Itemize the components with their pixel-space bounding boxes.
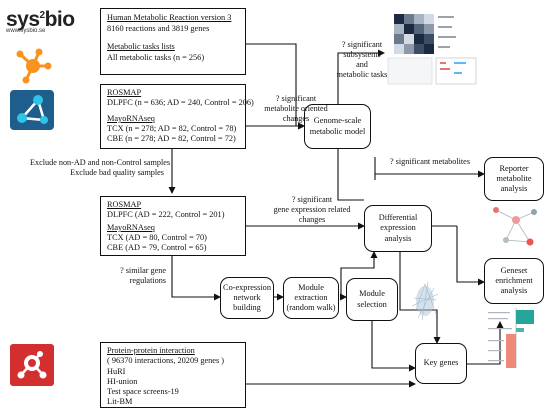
subsystems-label: ? significant subsystems and metabolic t… xyxy=(336,40,388,79)
metabolic-reaction-box: Human Metabolic Reaction version 3 8160 … xyxy=(100,8,246,75)
ppi-box: Protein-protein interaction ( 96370 inte… xyxy=(100,342,246,408)
differential-expression-node: Differential expression analysis xyxy=(364,205,432,252)
similar-gene-label: ? similar gene regulations xyxy=(120,266,166,285)
box1-subtitle: Metabolic tasks lists xyxy=(107,42,175,51)
box3-mayo-line1: TCX (AD = 80, Control = 70) xyxy=(107,233,207,242)
box3-mayo-title: MayoRNAseq xyxy=(107,223,155,232)
box1-line2: All metabolic tasks (n = 256) xyxy=(107,53,205,62)
significant-metabolites-label: ? significant metabolites xyxy=(389,157,471,166)
protein-interaction-icon xyxy=(10,344,54,386)
genome-scale-model-node: Genome-scale metabolic model xyxy=(304,104,371,149)
exclude-label: Exclude non-AD and non-Control samples E… xyxy=(30,158,171,177)
box4-line4: Test space screens-19 xyxy=(107,387,179,396)
key-genes-node: Key genes xyxy=(415,343,467,384)
metabolite-network-thumbnail xyxy=(493,207,537,246)
box4-line3: HI-union xyxy=(107,377,138,386)
geneset-enrichment-node: Geneset enrichment analysis xyxy=(484,258,544,304)
box4-line1: ( 96370 interactions, 20209 genes ) xyxy=(107,356,225,365)
gene-expression-label: ? significant gene expression related ch… xyxy=(273,195,351,224)
raw-dataset-box: ROSMAP DLPFC (n = 636; AD = 240, Control… xyxy=(100,84,254,149)
graph-analysis-icon xyxy=(10,90,54,130)
box4-line2: HuRI xyxy=(107,367,126,376)
heatmap-thumbnail xyxy=(387,14,477,85)
reporter-metabolite-node: Reporter metabolite analysis xyxy=(484,157,544,201)
box2-rosmap-title: ROSMAP xyxy=(107,88,142,97)
box1-line1: 8160 reactions and 3819 genes xyxy=(107,24,210,33)
module-selection-node: Module selection xyxy=(346,278,398,321)
box2-rosmap-line: DLPFC (n = 636; AD = 240, Control = 206) xyxy=(107,98,254,107)
enrichment-barplot-thumbnail xyxy=(488,308,534,368)
coexpression-hairball-thumbnail xyxy=(411,281,439,321)
network-node-icon xyxy=(16,48,52,84)
box1-title: Human Metabolic Reaction version 3 xyxy=(107,13,232,22)
box2-mayo-title: MayoRNAseq xyxy=(107,114,155,123)
box4-title: Protein-protein interaction xyxy=(107,346,195,355)
box3-rosmap-title: ROSMAP xyxy=(107,200,142,209)
box3-rosmap-line: DLPFC (AD = 222, Control = 201) xyxy=(107,210,225,219)
module-extraction-node: Module extraction (random walk) xyxy=(283,277,339,319)
metabolic-changes-label: ? significant metabolite oriented change… xyxy=(264,94,328,123)
sysbio-logo: sys2bio www.sysbio.se xyxy=(6,8,75,34)
filtered-dataset-box: ROSMAP DLPFC (AD = 222, Control = 201) M… xyxy=(100,196,246,256)
box2-mayo-line1: TCX (n = 278; AD = 82, Control = 78) xyxy=(107,124,237,133)
box4-line5: Lit-BM xyxy=(107,397,133,406)
coexpression-network-node: Co-expression network building xyxy=(220,277,274,319)
box2-mayo-line2: CBE (n = 278; AD = 82, Control = 72) xyxy=(107,134,236,143)
box3-mayo-line2: CBE (AD = 79, Control = 65) xyxy=(107,243,207,252)
sysbio-url: www.sysbio.se xyxy=(6,28,46,34)
sysbio-wordmark: sys2bio xyxy=(6,8,75,31)
